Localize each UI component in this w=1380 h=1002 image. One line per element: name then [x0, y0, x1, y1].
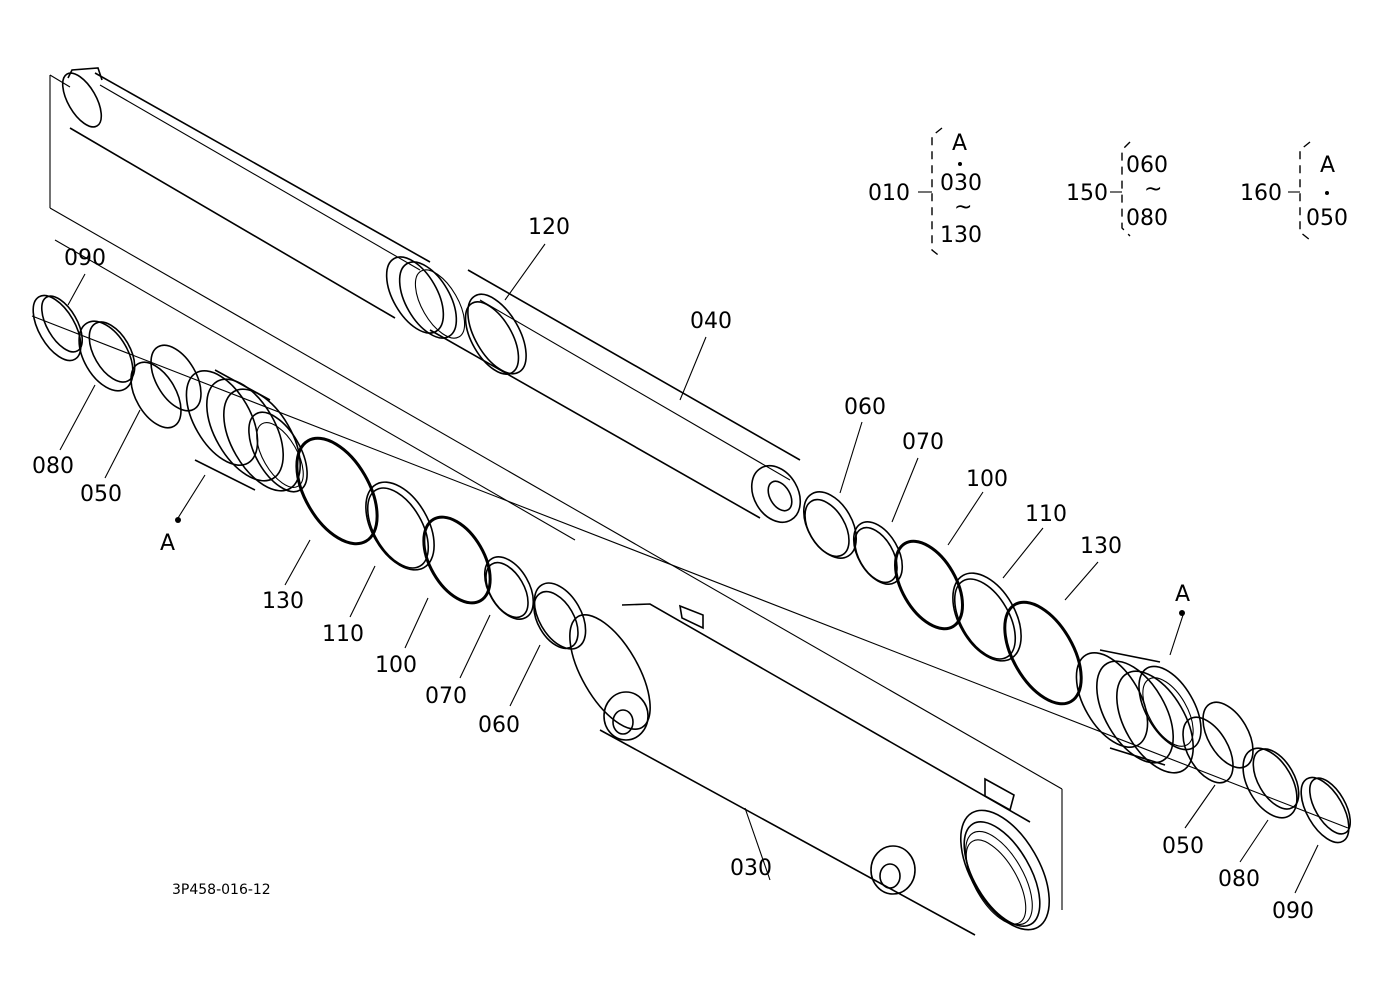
- label-040: 040: [690, 309, 732, 334]
- legend-160-main: 160: [1240, 181, 1282, 206]
- legend-160-top: A: [1320, 153, 1335, 178]
- axis-line: [31, 315, 1349, 829]
- label-left-090: 090: [64, 246, 106, 271]
- label-120: 120: [528, 215, 570, 240]
- left-rings: [32, 294, 587, 650]
- legend-010-main: 010: [868, 181, 910, 206]
- cylinder-tube: [569, 603, 1051, 936]
- label-left-100: 100: [375, 653, 417, 678]
- label-right-a: A: [1175, 582, 1190, 607]
- label-left-130: 130: [262, 589, 304, 614]
- legend-150-main: 150: [1066, 181, 1108, 206]
- ring-120: [464, 293, 527, 375]
- right-gland: [1075, 649, 1202, 774]
- label-right-130: 130: [1080, 534, 1122, 559]
- legend-160-bot: 050: [1306, 206, 1348, 231]
- reference-code: 3P458-016-12: [172, 882, 271, 898]
- label-left-a: A: [160, 531, 175, 556]
- legend-010-tilde: ~: [954, 195, 972, 220]
- label-left-050: 050: [80, 482, 122, 507]
- right-rings: [802, 491, 1352, 844]
- piston-rod: [61, 67, 802, 524]
- legend-150-tilde: ~: [1144, 177, 1162, 202]
- left-a-dot: [175, 517, 181, 523]
- legend-010-top: A: [952, 131, 967, 156]
- part-labels: 120 040 030 090 080 050 A 130 110 100 07…: [32, 215, 1314, 924]
- label-030: 030: [730, 856, 772, 881]
- left-gland: [185, 369, 308, 493]
- label-right-080: 080: [1218, 867, 1260, 892]
- label-right-090: 090: [1272, 899, 1314, 924]
- legend-150-top: 060: [1126, 153, 1168, 178]
- right-a-dot: [1179, 610, 1185, 616]
- legend-150-bot: 080: [1126, 206, 1168, 231]
- label-right-060: 060: [844, 395, 886, 420]
- label-left-080: 080: [32, 454, 74, 479]
- label-right-110: 110: [1025, 502, 1067, 527]
- label-left-110: 110: [322, 622, 364, 647]
- label-left-070: 070: [425, 684, 467, 709]
- label-right-070: 070: [902, 430, 944, 455]
- legend-010-mid: 030: [940, 171, 982, 196]
- legend-group-160: 160 A 050: [1240, 141, 1348, 241]
- label-right-100: 100: [966, 467, 1008, 492]
- label-right-050: 050: [1162, 834, 1204, 859]
- legend-010-bot: 130: [940, 223, 982, 248]
- legend-group-010: 010 A 030 ~ 130: [868, 127, 982, 259]
- legend-group-150: 150 060 ~ 080: [1066, 141, 1168, 237]
- leader-lines: [59, 243, 1319, 894]
- label-left-060: 060: [478, 713, 520, 738]
- assembly-frame: [49, 74, 1063, 910]
